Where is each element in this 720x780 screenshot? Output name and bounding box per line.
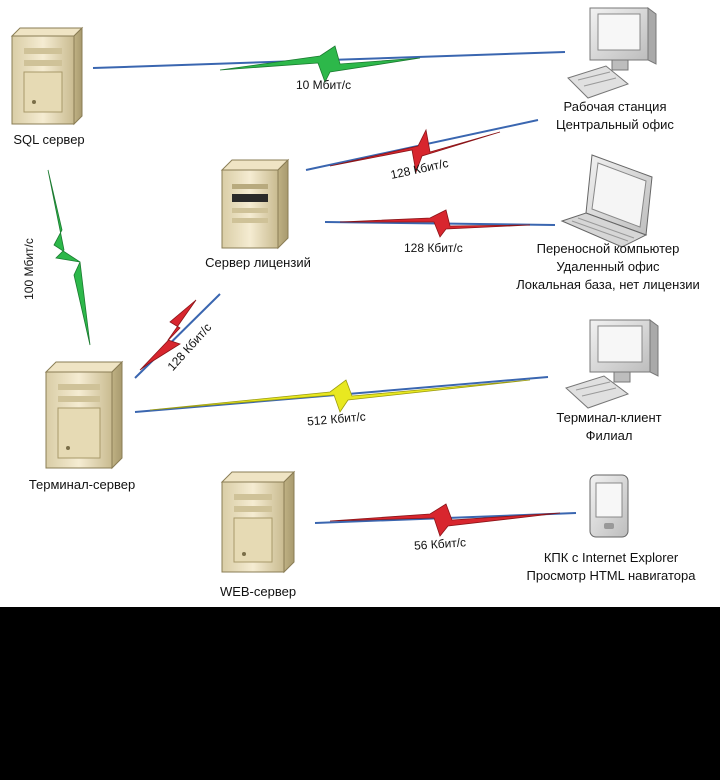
link-speed-label: 100 Мбит/с (21, 238, 36, 300)
server-icon (220, 470, 296, 574)
laptop-label: Переносной компьютер Удаленный офис Лока… (516, 241, 700, 292)
lightning-bolt-icon (339, 209, 531, 238)
server-icon (44, 360, 124, 470)
laptop-icon (560, 154, 653, 248)
lightning-bolt-icon (329, 503, 561, 537)
link-web-pda (314, 503, 577, 537)
link-speed-label: 10 Мбит/с (296, 78, 352, 92)
lightning-bolt-icon (47, 169, 91, 346)
workstation-label: Рабочая станция Центральный офис (556, 99, 674, 132)
link-license-laptop (324, 209, 556, 238)
lightning-bolt-icon (139, 299, 197, 371)
link-terminal-client (134, 376, 549, 413)
terminal-server-label: Терминал-сервер (28, 477, 136, 492)
lightning-bolt-icon (329, 128, 501, 174)
terminal-client-label: Терминал-клиент Филиал (556, 410, 662, 443)
server-icon (10, 26, 84, 126)
link-speed-label: 128 Кбит/с (404, 241, 463, 255)
link-license-workstation (305, 119, 539, 174)
sql-server-label: SQL сервер (13, 132, 85, 147)
license-server-label: Сервер лицензий (205, 255, 311, 270)
link-license-terminal (134, 293, 221, 379)
desktop-computer-icon (567, 7, 657, 99)
desktop-computer-icon (565, 319, 659, 409)
link-sql-terminal (47, 169, 91, 346)
diagram-canvas (10, 7, 659, 574)
link-sql-workstation (92, 45, 566, 84)
pda-icon (589, 474, 629, 538)
web-server-label: WEB-сервер (219, 584, 297, 599)
network-diagram: SQL сервер Сервер лицензий Терминал-серв… (0, 0, 720, 607)
pda-label: КПК с Internet Explorer Просмотр HTML на… (526, 550, 696, 583)
lightning-bolt-icon (149, 379, 531, 413)
black-frame-bottom (0, 607, 720, 780)
lightning-bolt-icon (219, 45, 421, 84)
server-icon (220, 158, 290, 250)
